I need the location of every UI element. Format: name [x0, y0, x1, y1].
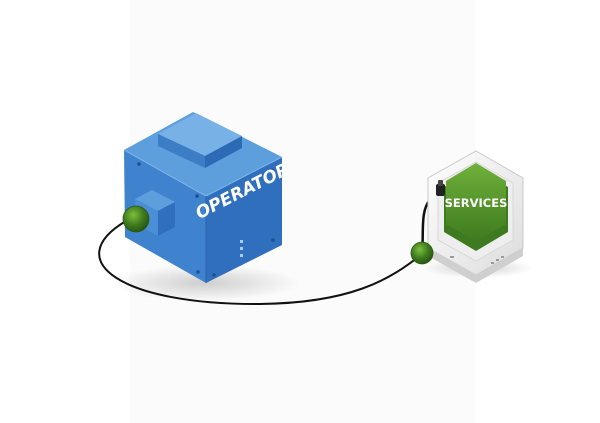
operator-cube-right-face [206, 157, 282, 283]
operator-port-ball[interactable] [123, 206, 149, 232]
services-plug [436, 180, 445, 196]
services-device-base [428, 248, 523, 283]
services-hex-face [446, 163, 506, 242]
services-device[interactable]: SERVICES [423, 150, 533, 283]
connection-cable [98, 220, 423, 306]
services-indicator-marks [450, 256, 504, 264]
operator-shadow [110, 265, 300, 301]
operator-top-plate [158, 113, 242, 168]
operator-cube[interactable]: OPERATOR [110, 112, 300, 301]
services-port-ball[interactable] [411, 242, 433, 264]
services-label: SERVICES [445, 196, 508, 210]
operator-indicator-dots [240, 240, 243, 257]
services-port-ball-outline [410, 241, 434, 265]
operator-port-ball-outline [122, 205, 150, 233]
